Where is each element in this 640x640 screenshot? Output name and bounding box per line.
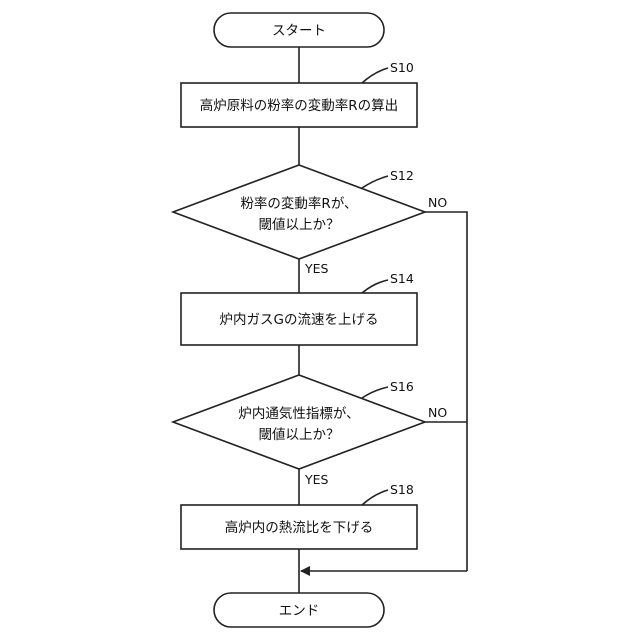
step-id-s12: S12 xyxy=(390,168,414,183)
step-id-s18: S18 xyxy=(390,482,414,497)
process-s18: 高炉内の熱流比を下げる xyxy=(181,505,417,549)
decision-s12-line-2: 閾値以上か？ xyxy=(259,217,340,233)
s12-yes-label: YES xyxy=(304,261,329,276)
step-id-s14: S14 xyxy=(390,271,414,286)
process-s10-label: 高炉原料の粉率の変動率Rの算出 xyxy=(200,97,398,114)
decision-s16-line-2: 閾値以上か？ xyxy=(259,427,340,443)
start-terminal: スタート xyxy=(214,13,384,47)
callout-s18 xyxy=(362,490,388,505)
callout-s16 xyxy=(362,387,388,398)
process-s14: 炉内ガスGの流速を上げる xyxy=(181,293,417,345)
decision-s12-line-1: 粉率の変動率Rが、 xyxy=(240,195,357,212)
end-terminal: エンド xyxy=(214,593,384,627)
decision-s12: 粉率の変動率Rが、 閾値以上か？ xyxy=(173,165,425,259)
callout-s14 xyxy=(362,280,388,293)
callout-s10 xyxy=(362,68,388,83)
start-label: スタート xyxy=(272,23,326,39)
no-branch-s12 xyxy=(425,212,467,571)
step-id-s16: S16 xyxy=(390,379,414,394)
s16-yes-label: YES xyxy=(304,472,329,487)
decision-s16: 炉内通気性指標が、 閾値以上か？ xyxy=(173,375,425,469)
process-s14-label: 炉内ガスGの流速を上げる xyxy=(220,312,379,328)
s16-no-label: NO xyxy=(428,405,447,420)
end-label: エンド xyxy=(279,603,320,619)
process-s18-label: 高炉内の熱流比を下げる xyxy=(225,519,374,536)
decision-s16-line-1: 炉内通気性指標が、 xyxy=(238,406,359,422)
callout-s12 xyxy=(362,176,388,188)
s12-no-label: NO xyxy=(428,195,447,210)
process-s10: 高炉原料の粉率の変動率Rの算出 xyxy=(181,83,417,127)
step-id-s10: S10 xyxy=(390,60,414,75)
